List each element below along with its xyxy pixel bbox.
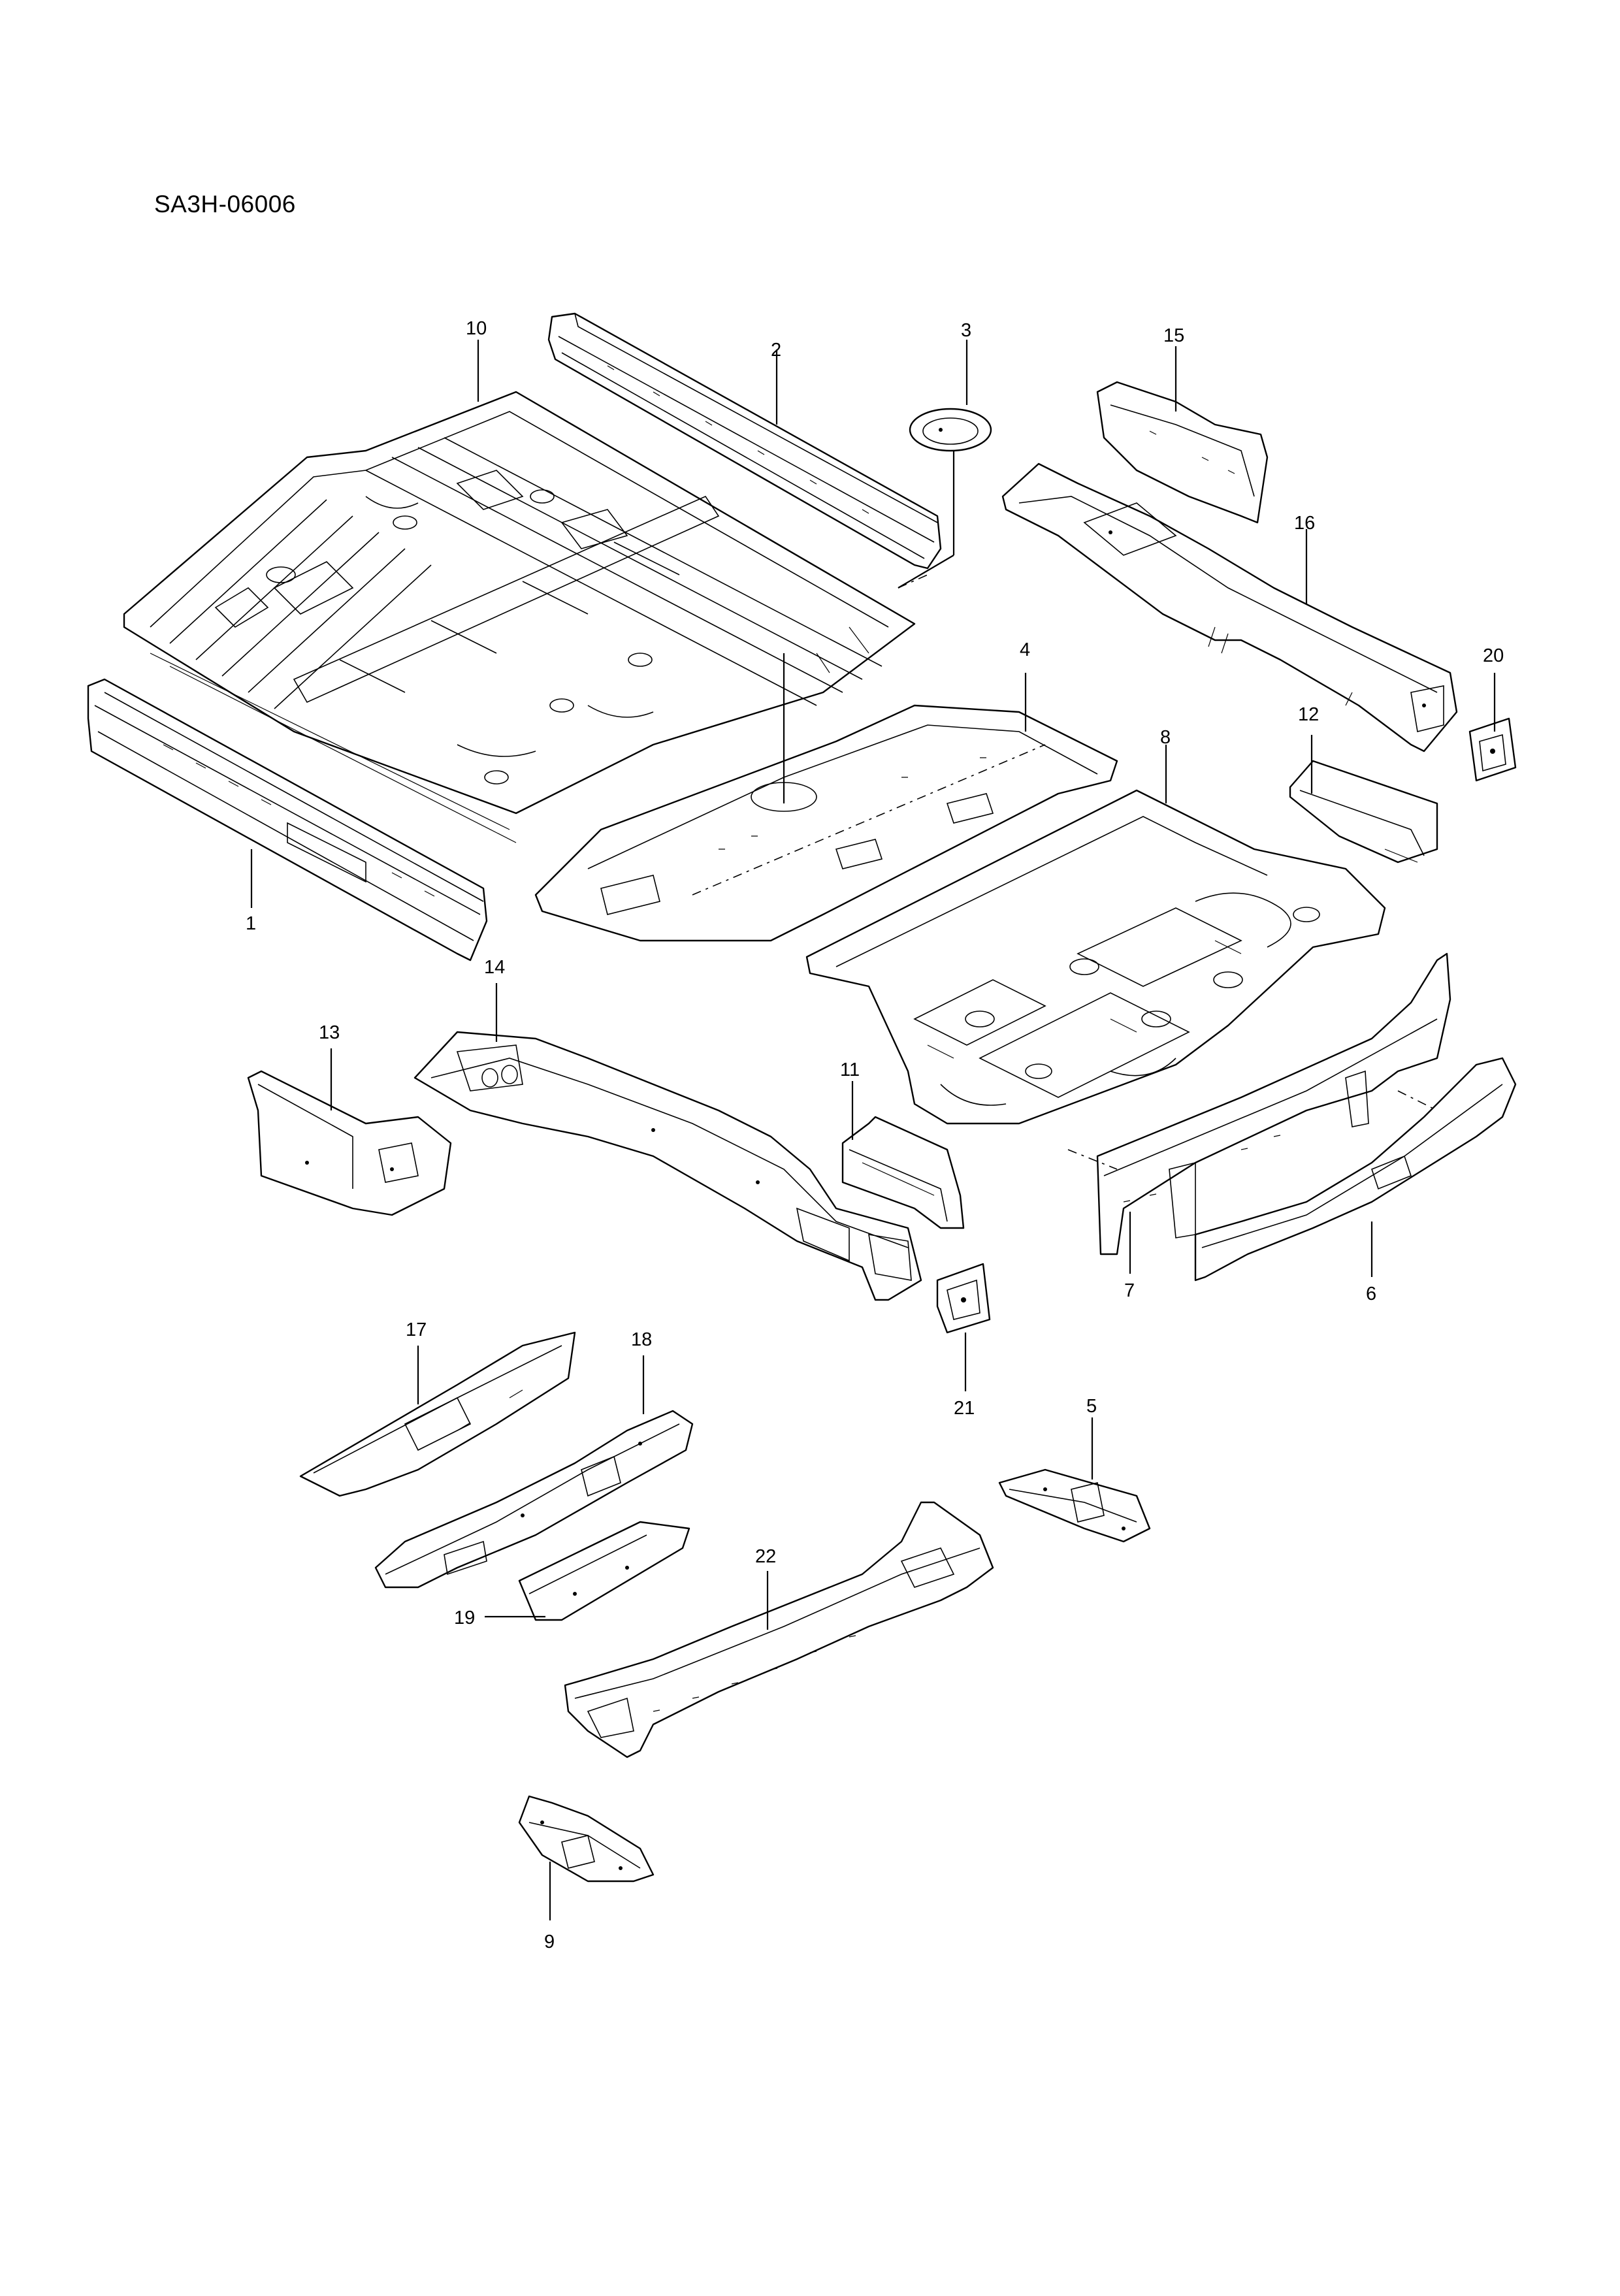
part-1-side-sill[interactable]: [87, 678, 488, 962]
callout-1: 1: [246, 913, 256, 934]
callout-20: 20: [1483, 645, 1504, 666]
callout-5: 5: [1086, 1396, 1097, 1417]
callout-19: 19: [454, 1608, 475, 1628]
callout-14: 14: [484, 957, 505, 978]
part-14-floor-side-member[interactable]: [413, 1031, 922, 1301]
callout-8: 8: [1160, 727, 1171, 748]
leader-lines: [250, 340, 1496, 1920]
part-5-mount-bracket[interactable]: [998, 1468, 1151, 1543]
part-15-rear-rail-upper[interactable]: [1096, 381, 1269, 524]
callout-13: 13: [319, 1022, 340, 1043]
callout-18: 18: [631, 1329, 652, 1350]
part-11-wheelhouse-brace[interactable]: [841, 1116, 965, 1229]
part-9-mount-bracket[interactable]: [518, 1795, 655, 1883]
part-4-rear-floor-panel[interactable]: [534, 704, 1118, 942]
diagram-code: SA3H-06006: [154, 191, 296, 218]
callout-17: 17: [406, 1319, 427, 1340]
callout-21: 21: [954, 1398, 975, 1419]
part-10-front-floor-frame[interactable]: [123, 391, 916, 843]
part-16-rear-side-member[interactable]: [1001, 462, 1458, 752]
part-19-floor-reinforcement[interactable]: [518, 1521, 690, 1621]
callout-labels: 10 2 3 15 16 20 4 12 8 1 14 13 11 7 6 21…: [246, 318, 1504, 1952]
callout-4: 4: [1020, 639, 1030, 660]
callout-9: 9: [544, 1932, 555, 1952]
callout-12: 12: [1298, 704, 1319, 725]
part-22-center-member[interactable]: [564, 1501, 994, 1758]
callout-7: 7: [1124, 1280, 1135, 1301]
part-18-floor-crossmember[interactable]: [374, 1410, 694, 1589]
part-6-rear-cross-beam[interactable]: [1194, 1057, 1517, 1282]
callout-3: 3: [961, 320, 971, 341]
callout-6: 6: [1366, 1284, 1376, 1304]
callout-15: 15: [1163, 325, 1184, 346]
part-2-side-rail[interactable]: [547, 312, 942, 570]
part-8-rear-floor-tub[interactable]: [805, 789, 1386, 1125]
part-21-bracket[interactable]: [936, 1263, 991, 1334]
callout-2: 2: [771, 340, 781, 361]
part-7-rear-panel-lower[interactable]: [1096, 952, 1451, 1255]
part-20-bracket-plate[interactable]: [1468, 717, 1517, 782]
callout-22: 22: [755, 1546, 776, 1567]
callout-11: 11: [840, 1059, 860, 1080]
callout-10: 10: [466, 318, 487, 339]
callout-16: 16: [1294, 513, 1315, 534]
part-3-round-cover[interactable]: [909, 408, 992, 452]
part-13-floor-support[interactable]: [247, 1070, 452, 1216]
part-17-floor-crossmember[interactable]: [299, 1331, 576, 1497]
part-12-rear-cross-piece[interactable]: [1289, 760, 1438, 864]
